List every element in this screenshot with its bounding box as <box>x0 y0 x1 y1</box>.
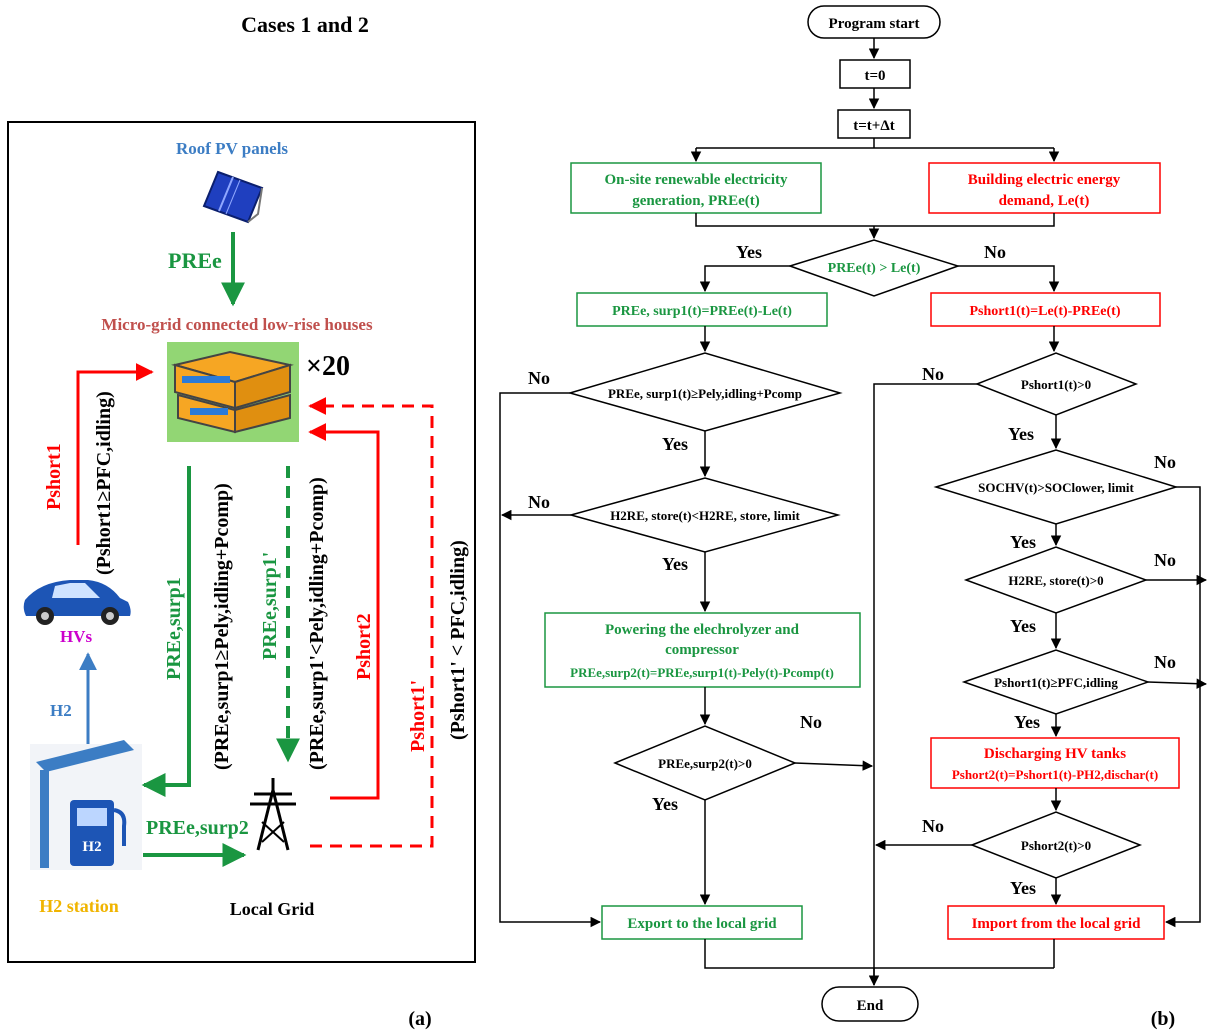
t0-text: t=0 <box>864 68 885 84</box>
no-label-compare: No <box>984 242 1006 262</box>
powering-text-1: Powering the elechrolyzer and <box>605 622 800 638</box>
no-label-h2pos: No <box>1154 550 1176 570</box>
yes-label-short1: Yes <box>1008 424 1034 444</box>
yes-label-surp2: Yes <box>652 794 678 814</box>
flow-connectors <box>499 38 1208 987</box>
tinc-text: t=t+Δt <box>853 118 894 134</box>
solar-panel-icon <box>202 170 264 224</box>
pshort1-arrow <box>76 363 154 545</box>
export-box <box>601 905 803 940</box>
surp1-condition: (PREe,surp1≥Pely,idling+Pcomp) <box>211 483 233 770</box>
powering-box <box>544 612 861 688</box>
no-label-h2store: No <box>528 492 550 512</box>
cond-short1-text: Pshort1(t)>0 <box>1021 377 1091 392</box>
h2-arrow-label: H2 <box>50 701 72 720</box>
cond-short1-diamond <box>974 352 1139 416</box>
compare-text: PREe(t) > Le(t) <box>828 261 921 276</box>
hvs-label: HVs <box>60 627 93 646</box>
onsite-text-2: generation, PREe(t) <box>632 193 759 209</box>
pshort2-arrow <box>308 423 380 800</box>
yes-label-short2: Yes <box>1010 878 1036 898</box>
yes-label-h2store: Yes <box>662 554 688 574</box>
station-label: H2 station <box>39 896 119 916</box>
no-label-surp1: No <box>528 368 550 388</box>
cond-h2pos-text: H2RE, store(t)>0 <box>1008 573 1103 588</box>
pshort1p-condition: (Pshort1' < PFC,idling) <box>447 540 469 740</box>
cond-fc-text: Pshort1(t)≥PFC,idling <box>994 675 1118 690</box>
houses-count: ×20 <box>306 351 350 382</box>
pv-label: Roof PV panels <box>176 139 288 158</box>
cond-short2-diamond <box>969 811 1143 879</box>
panel-b-label: (b) <box>1151 1008 1175 1030</box>
car-icon <box>23 580 131 625</box>
cond-h2store-diamond <box>568 477 841 553</box>
start-text: Program start <box>829 16 920 32</box>
houses-icon <box>167 342 299 442</box>
surp1p-label: PREe,surp1' <box>259 552 281 660</box>
yes-label-soc: Yes <box>1010 532 1036 552</box>
cond-surp1-text: PREe, surp1(t)≥Pely,idling+Pcomp <box>608 386 802 401</box>
end-terminal <box>821 986 919 1022</box>
no-label-fc: No <box>1154 652 1176 672</box>
discharge-text-1: Discharging HV tanks <box>984 746 1126 762</box>
surp2-label: PREe,surp2 <box>146 817 249 839</box>
h2-station-icon <box>30 740 142 870</box>
houses-label: Micro-grid connected low-rise houses <box>101 315 373 334</box>
station-sign: H2 <box>82 839 101 855</box>
cond-surp2-text: PREe,surp2(t)>0 <box>658 756 752 771</box>
yes-label-fc: Yes <box>1014 712 1040 732</box>
pshort2-label: Pshort2 <box>353 613 375 680</box>
no-label-short2: No <box>922 816 944 836</box>
pshort1-condition: (Pshort1≥PFC,idling) <box>93 391 115 575</box>
tower-icon <box>250 778 296 851</box>
pshort1p-label: Pshort1' <box>407 680 429 752</box>
no-label-soc: No <box>1154 452 1176 472</box>
cond-h2store-text: H2RE, store(t)<H2RE, store, limit <box>610 508 800 523</box>
grid-label: Local Grid <box>230 899 315 919</box>
surp1p-condition: (PREe,surp1'<Pely,idling+Pcomp) <box>306 477 328 770</box>
yes-label-surp1: Yes <box>662 434 688 454</box>
prec-label: PREe <box>168 248 222 273</box>
import-box <box>947 905 1165 940</box>
short1-calc-text: Pshort1(t)=Le(t)-PREe(t) <box>969 304 1120 319</box>
discharge-box <box>930 737 1180 789</box>
t0-box <box>839 59 911 89</box>
panel-a-label: (a) <box>408 1008 431 1030</box>
no-label-surp2: No <box>800 712 822 732</box>
cond-soc-text: SOCHV(t)>SOClower, limit <box>978 480 1134 495</box>
surp1-calc-text: PREe, surp1(t)=PREe(t)-Le(t) <box>612 304 792 319</box>
figure-title: Cases 1 and 2 <box>241 12 369 37</box>
surp1-label: PREe,surp1 <box>163 577 185 680</box>
surp1-calc-box <box>576 292 828 327</box>
pshort1p-arrow <box>308 397 434 848</box>
import-text: Import from the local grid <box>972 916 1142 932</box>
powering-text-3: PREe,surp2(t)=PREe,surp1(t)-Pely(t)-Pcom… <box>570 665 834 680</box>
cond-surp1-diamond <box>567 352 843 432</box>
cond-short2-text: Pshort2(t)>0 <box>1021 838 1091 853</box>
yes-label-h2pos: Yes <box>1010 616 1036 636</box>
pshort1-label: Pshort1 <box>43 443 65 510</box>
short1-calc-box <box>930 292 1161 327</box>
end-text: End <box>857 998 884 1014</box>
export-text: Export to the local grid <box>627 916 777 932</box>
discharge-text-2: Pshort2(t)=Pshort1(t)-PH2,dischar(t) <box>952 767 1158 782</box>
no-label-short1: No <box>922 364 944 384</box>
demand-box <box>928 162 1161 214</box>
onsite-text-1: On-site renewable electricity <box>605 172 788 188</box>
panel-a-frame <box>7 121 476 963</box>
demand-text-2: demand, Le(t) <box>999 193 1090 209</box>
powering-text-2: compressor <box>665 642 739 658</box>
demand-text-1: Building electric energy <box>968 172 1121 188</box>
surp1-arrow <box>141 466 191 797</box>
yes-label-compare: Yes <box>736 242 762 262</box>
